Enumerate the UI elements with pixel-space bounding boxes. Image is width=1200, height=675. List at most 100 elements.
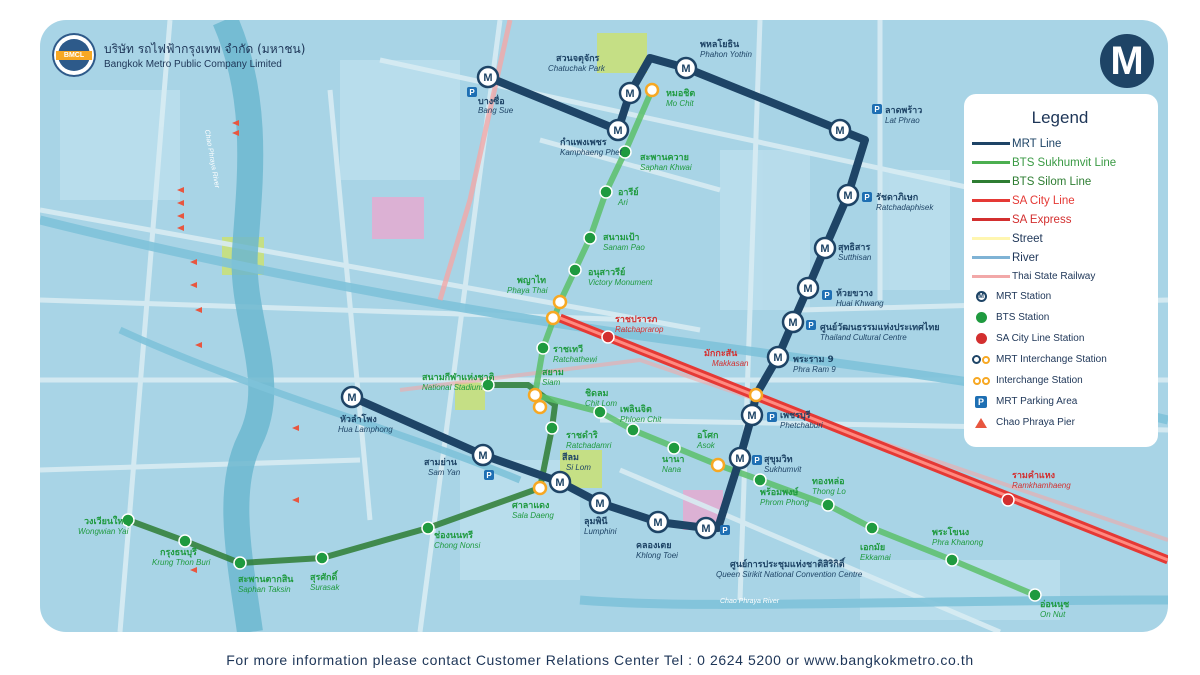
label-en: Ratchathewi (553, 355, 597, 364)
label-th: สุรศักดิ์ (310, 570, 339, 583)
label-th: สะพานควาย (640, 153, 689, 163)
pier-icon (975, 417, 987, 428)
svg-text:P: P (864, 193, 870, 202)
bts-station-phra-khanong (945, 553, 959, 567)
label-th: เอกมัย (860, 542, 885, 553)
label-th: อโศก (697, 429, 718, 441)
bts-station-chong-nonsi (421, 521, 435, 535)
label-en: Surasak (310, 583, 340, 592)
label-th: มักกะสัน (704, 348, 738, 359)
sa-station-ramkhamhaeng (1001, 493, 1015, 507)
chao-phraya-river (213, 20, 275, 632)
parking-letters: P P P P P P P P P (469, 88, 880, 535)
bts-station-saphan-khwai (618, 145, 632, 159)
svg-text:M: M (478, 450, 487, 462)
river-label: Chao Phraya River (203, 129, 220, 189)
legend-item-river: River (972, 248, 1148, 267)
svg-text:M: M (788, 317, 797, 329)
svg-text:M: M (681, 63, 690, 75)
interchange-siam-b (532, 399, 548, 415)
label-en: Kamphaeng Phet (560, 148, 623, 157)
bts-sukhumvit-line (531, 88, 1037, 598)
label-th: กำแพงเพชร (560, 137, 607, 148)
label-en: Phra Ram 9 (793, 365, 836, 374)
bts-station-wongwian-yai (121, 513, 135, 527)
label-th: หมอชิต (666, 88, 695, 99)
label-th: อารีย์ (618, 186, 639, 198)
label-th: ศูนย์วัฒนธรรมแห่งประเทศไทย (820, 321, 940, 333)
interchange-ratchaprarop-link (545, 310, 561, 326)
legend-item-bts-silom: BTS Silom Line (972, 172, 1148, 191)
legend-item-sa-city: SA City Line (972, 191, 1148, 210)
legend-item-sa-express: SA Express (972, 210, 1148, 229)
interchange-makkasan (748, 387, 764, 403)
svg-text:M: M (653, 517, 662, 529)
label-th: เพชรบุรี (780, 410, 811, 421)
label-en: Chatuchak Park (548, 64, 606, 73)
sa-city-line (559, 316, 1168, 562)
mrt-station-cultural-centre (781, 310, 805, 334)
mrt-station-sutthisan (813, 236, 837, 260)
label-en: Thong Lo (812, 487, 846, 496)
bts-station-on-nut (1028, 588, 1042, 602)
label-en: Ekkamai (860, 553, 891, 562)
bts-station-ari (599, 185, 613, 199)
label-th: ราชดำริ (566, 430, 598, 441)
mrt-station-ratchadaphisek (836, 183, 860, 207)
mrt-station-sukhumvit (728, 446, 752, 470)
mrt-station-letters: M M M M M M M M M M M M M M M M M M (347, 63, 852, 535)
label-en: Lat Phrao (885, 116, 920, 125)
mrt-brand-icon: M (1100, 34, 1154, 88)
canal (579, 595, 1168, 609)
label-en: On Nut (1040, 610, 1066, 619)
label-th: สีลม (561, 452, 579, 463)
label-en: Phrom Phong (760, 498, 809, 507)
label-th: อนุสาวรีย์ (588, 266, 625, 278)
label-th: สุทธิสาร (838, 242, 870, 253)
label-th: สนามกีฬาแห่งชาติ (422, 372, 495, 383)
svg-text:M: M (843, 190, 852, 202)
label-th: นานา (662, 455, 684, 465)
station-labels: บางซื่อ Bang Sue สวนจตุจักร Chatuchak Pa… (78, 38, 1071, 619)
svg-text:M: M (701, 523, 710, 535)
bts-station-krung-thon-buri (178, 534, 192, 548)
mrt-line (350, 54, 869, 532)
mrt-station-phetchaburi (740, 403, 764, 427)
svg-text:M: M (347, 392, 356, 404)
svg-text:M: M (555, 477, 564, 489)
interchange-phaya-thai (552, 294, 568, 310)
svg-text:M: M (773, 352, 782, 364)
label-en: Asok (696, 441, 716, 450)
company-header: BMCL บริษัท รถไฟฟ้ากรุงเทพ จำกัด (มหาชน)… (52, 33, 305, 77)
label-th: เพลินจิต (620, 404, 652, 415)
label-en: Ari (617, 198, 628, 207)
legend-item-bts-station: BTS Station (972, 307, 1148, 328)
company-name-en: Bangkok Metro Public Company Limited (104, 59, 282, 70)
label-en: Chit Lom (585, 399, 617, 408)
label-en: Phaya Thai (507, 286, 548, 295)
bts-station-phrom-phong (753, 473, 767, 487)
mrt-station-hua-lamphong (340, 385, 364, 409)
chao-phraya-piers (177, 120, 299, 573)
label-th: ราชเทวี (553, 344, 583, 355)
svg-text:P: P (808, 321, 814, 330)
legend-item-bts-sukhumvit: BTS Sukhumvit Line (972, 153, 1148, 172)
bts-station-ratchathewi (536, 341, 550, 355)
bts-station-nana (667, 441, 681, 455)
sa-stations (601, 330, 1015, 507)
label-en: Saphan Taksin (238, 585, 291, 594)
svg-text:M: M (820, 243, 829, 255)
label-th: หัวลำโพง (340, 413, 377, 425)
interchange-stations (527, 82, 764, 496)
mrt-station-sam-yan (471, 443, 495, 467)
label-en: Phetchaburi (780, 421, 823, 430)
mrt-station-bang-sue (476, 65, 500, 89)
label-en: Lumphini (584, 527, 617, 536)
label-th: ลาดพร้าว (885, 105, 922, 116)
bts-stations (121, 145, 1042, 602)
label-th: ห้วยขวาง (836, 288, 873, 299)
mrt-station-qsncc (694, 516, 718, 540)
label-en: Phahon Yothin (700, 50, 752, 59)
label-th: สามย่าน (424, 457, 458, 468)
company-name-th: บริษัท รถไฟฟ้ากรุงเทพ จำกัด (มหาชน) (104, 42, 306, 56)
